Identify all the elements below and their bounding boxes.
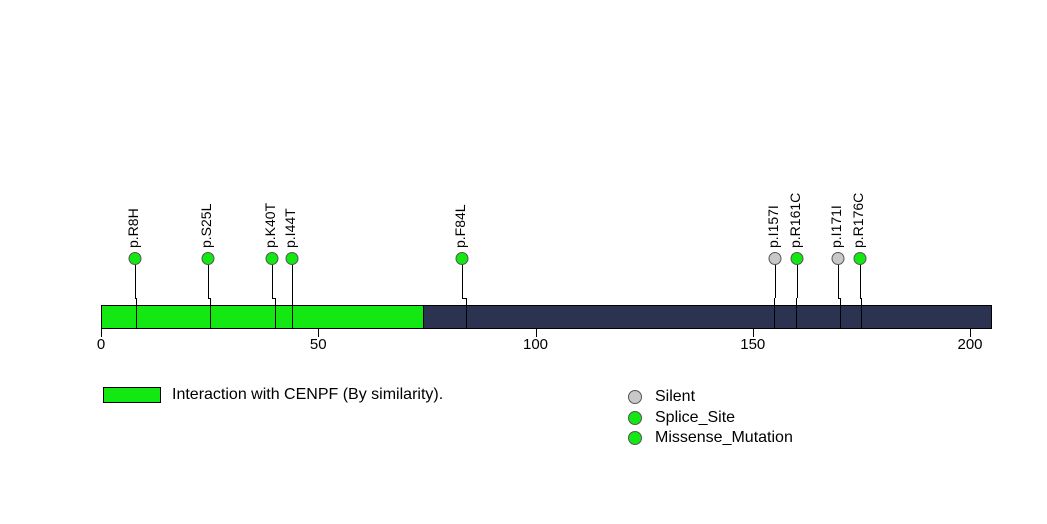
protein-backbone <box>101 305 992 329</box>
axis-tick <box>318 329 320 337</box>
mutation-label: p.R176C <box>850 192 866 248</box>
axis-tick <box>752 329 754 337</box>
lollipop-stem <box>292 298 294 329</box>
lollipop-stem <box>271 263 273 298</box>
lollipop-stem <box>860 263 861 298</box>
mutation-dot[interactable] <box>265 252 279 265</box>
legend-mutation-dot <box>628 411 642 425</box>
legend-mutation-dot <box>628 431 642 445</box>
mutation-dot[interactable] <box>831 252 845 265</box>
lollipop-stem <box>465 298 467 329</box>
mutation-label: p.I44T <box>282 208 299 248</box>
lollipop-stem <box>796 263 798 298</box>
axis-tick <box>535 329 537 337</box>
axis-tick-label: 0 <box>96 336 106 353</box>
lollipop-stem <box>839 298 841 329</box>
lollipop-stem <box>135 298 137 329</box>
lollipop-stem <box>208 263 210 298</box>
mutation-dot[interactable] <box>790 252 804 265</box>
mutation-label: p.R8H <box>124 208 141 248</box>
mutation-dot[interactable] <box>455 252 469 265</box>
mutation-dot[interactable] <box>285 252 299 265</box>
lollipop-stem <box>861 298 863 329</box>
axis-tick <box>101 329 102 337</box>
mutation-dot[interactable] <box>768 252 782 265</box>
mutation-label: p.F84L <box>452 204 468 248</box>
lollipop-stem-joint <box>838 298 840 299</box>
legend-mutation-label: Splice_Site <box>655 409 736 426</box>
mutation-label: p.R161C <box>786 192 803 248</box>
lollipop-stem <box>774 298 776 329</box>
mutation-label: p.S25L <box>198 203 215 248</box>
axis-tick-label: 100 <box>522 336 549 353</box>
lollipop-stem-joint <box>271 298 275 299</box>
mutation-label: p.I157I <box>765 205 781 248</box>
lollipop-stem-joint <box>134 298 136 299</box>
lollipop-stem <box>796 298 798 329</box>
lollipop-stem <box>274 298 276 329</box>
axis-tick-label: 50 <box>309 336 327 353</box>
axis-tick-label: 150 <box>740 336 766 353</box>
lollipop-stem <box>292 263 294 298</box>
lollipop-stem <box>775 263 776 298</box>
legend-mutation-label: Silent <box>655 388 696 405</box>
legend-mutation-label: Missense_Mutation <box>655 429 793 446</box>
mutation-dot[interactable] <box>201 252 215 265</box>
legend-mutation-dot <box>628 390 642 404</box>
legend-domain-label: Interaction with CENPF (By similarity). <box>172 386 444 403</box>
mutation-dot[interactable] <box>853 252 867 265</box>
mutation-label: p.I171I <box>828 205 845 248</box>
axis-tick-label: 200 <box>957 336 983 353</box>
mutation-dot[interactable] <box>128 252 142 265</box>
lollipop-stem <box>838 263 840 298</box>
lollipop-stem <box>134 263 136 298</box>
lollipop-stem-joint <box>208 298 210 299</box>
lollipop-stem-joint <box>462 298 466 299</box>
lollipop-stem <box>209 298 211 329</box>
mutation-label: p.K40T <box>261 202 278 248</box>
lollipop-stem-joint <box>860 298 862 299</box>
lollipop-stem <box>462 263 463 298</box>
axis-tick <box>970 329 971 337</box>
domain-region-cenpf[interactable] <box>102 306 424 328</box>
legend-domain-swatch <box>103 387 161 403</box>
